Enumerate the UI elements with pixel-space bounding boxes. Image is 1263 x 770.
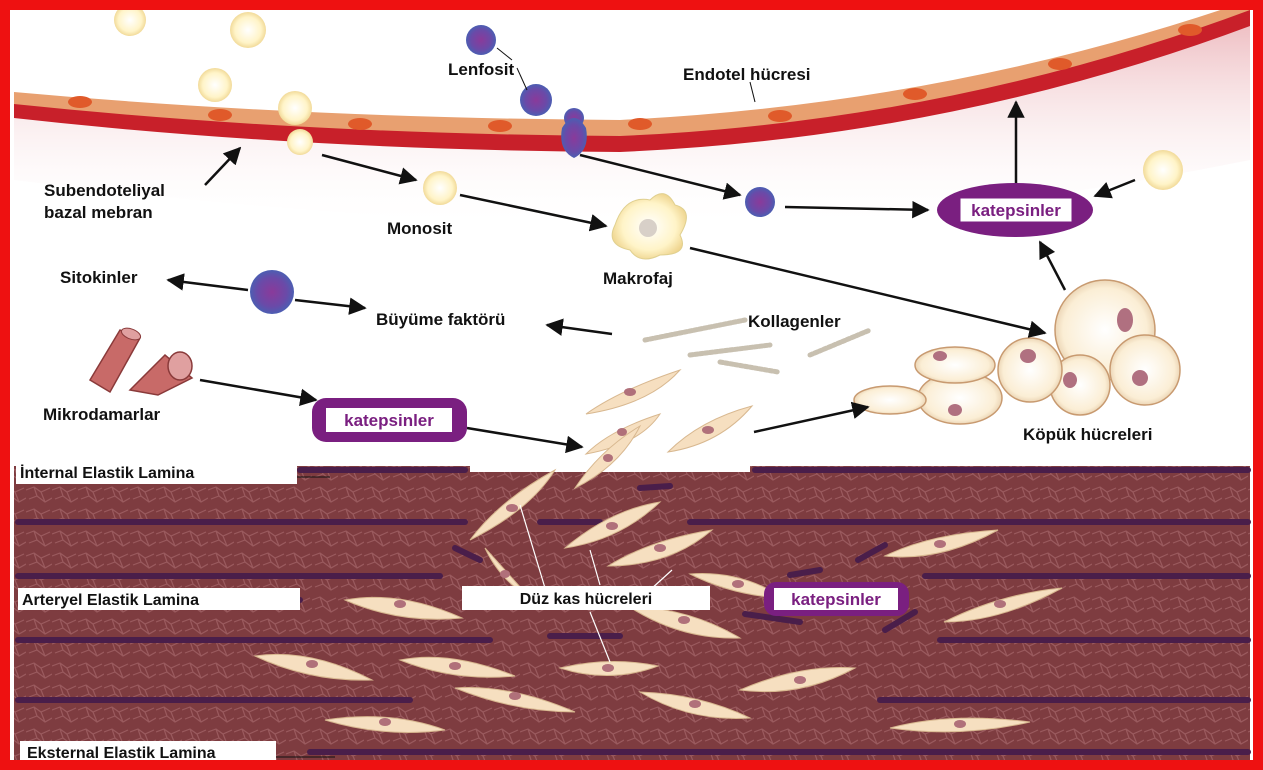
katepsinler-media: katepsinler [764,582,909,616]
label-buyume: Büyüme faktörü [376,310,505,329]
katepsinler-top-right: katepsinler [937,183,1093,237]
label-kollagenler: Kollagenler [748,312,841,331]
label-sitokinler: Sitokinler [60,268,138,287]
label-internal: İnternal Elastik Lamina [20,464,194,482]
label-subendo-1: Subendoteliyal [44,181,165,200]
katepsinler-top-right-text: katepsinler [971,201,1061,220]
katepsinler-middle-left-text: katepsinler [344,411,434,430]
katepsinler-media-text: katepsinler [791,590,881,609]
label-lenfosit: Lenfosit [448,60,514,79]
label-subendo-2: bazal mebran [44,203,153,222]
label-arteryel: Arteryel Elastik Lamina [22,592,199,609]
lamina-gap [470,466,750,472]
label-duz-kas: Düz kas hücreleri [520,591,653,608]
label-kopuk: Köpük hücreleri [1023,425,1152,444]
label-monosit: Monosit [387,219,452,238]
label-eksternal: Eksternal Elastik Lamina [27,745,216,762]
label-makrofaj: Makrofaj [603,269,673,288]
katepsinler-middle-left: katepsinler [312,398,467,442]
label-endotel: Endotel hücresi [683,65,811,84]
label-mikrodamarlar: Mikrodamarlar [43,405,161,424]
